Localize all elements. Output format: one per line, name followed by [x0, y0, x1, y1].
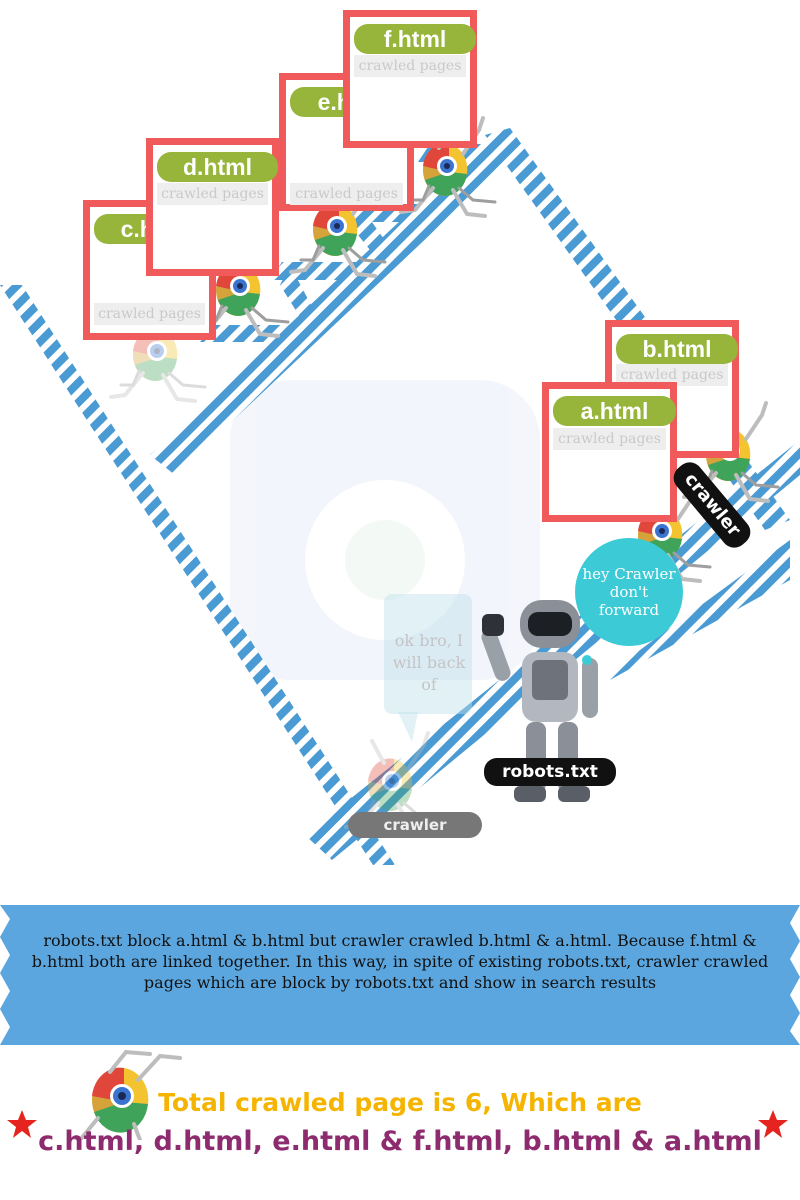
star-icon [758, 1110, 788, 1138]
robot-speech-bubble [575, 538, 683, 646]
page-tag: crawled pages [290, 183, 403, 205]
star-icon [7, 1110, 37, 1138]
page-title: b.html [616, 334, 738, 364]
crawler-speech-text: ok bro, I will back of [392, 631, 466, 694]
summary-line-1: Total crawled page is 6, Which are [158, 1088, 642, 1117]
bubble-dot [582, 655, 592, 665]
watermark-logo [230, 380, 540, 680]
spider-crawler-icon [71, 1049, 182, 1140]
robot-icon [481, 600, 598, 802]
info-text: robots.txt block a.html & b.html but cra… [31, 931, 769, 992]
crawler-speech-bubble [384, 594, 472, 714]
page-tag: crawled pages [94, 303, 205, 325]
page-title: a.html [553, 396, 676, 426]
info-banner [0, 905, 800, 1045]
robot-speech-text: hey Crawler don't forward [582, 565, 676, 619]
page-tag: crawled pages [553, 428, 666, 450]
page-tag: crawled pages [354, 55, 466, 77]
robots-label: robots.txt [484, 758, 616, 786]
summary-line-2: c.html, d.html, e.html & f.html, b.html … [38, 1126, 762, 1157]
page-card-a: a.html crawled pages [542, 382, 677, 522]
page-card-d: d.html crawled pages [146, 138, 279, 276]
crawler-label-bottom: crawler [348, 812, 482, 838]
page-title: f.html [354, 24, 476, 54]
page-tag: crawled pages [616, 364, 728, 386]
page-card-f: f.html crawled pages [343, 10, 477, 148]
page-title: d.html [157, 152, 278, 182]
crawler-speech-tail [398, 712, 418, 742]
page-tag: crawled pages [157, 183, 268, 205]
